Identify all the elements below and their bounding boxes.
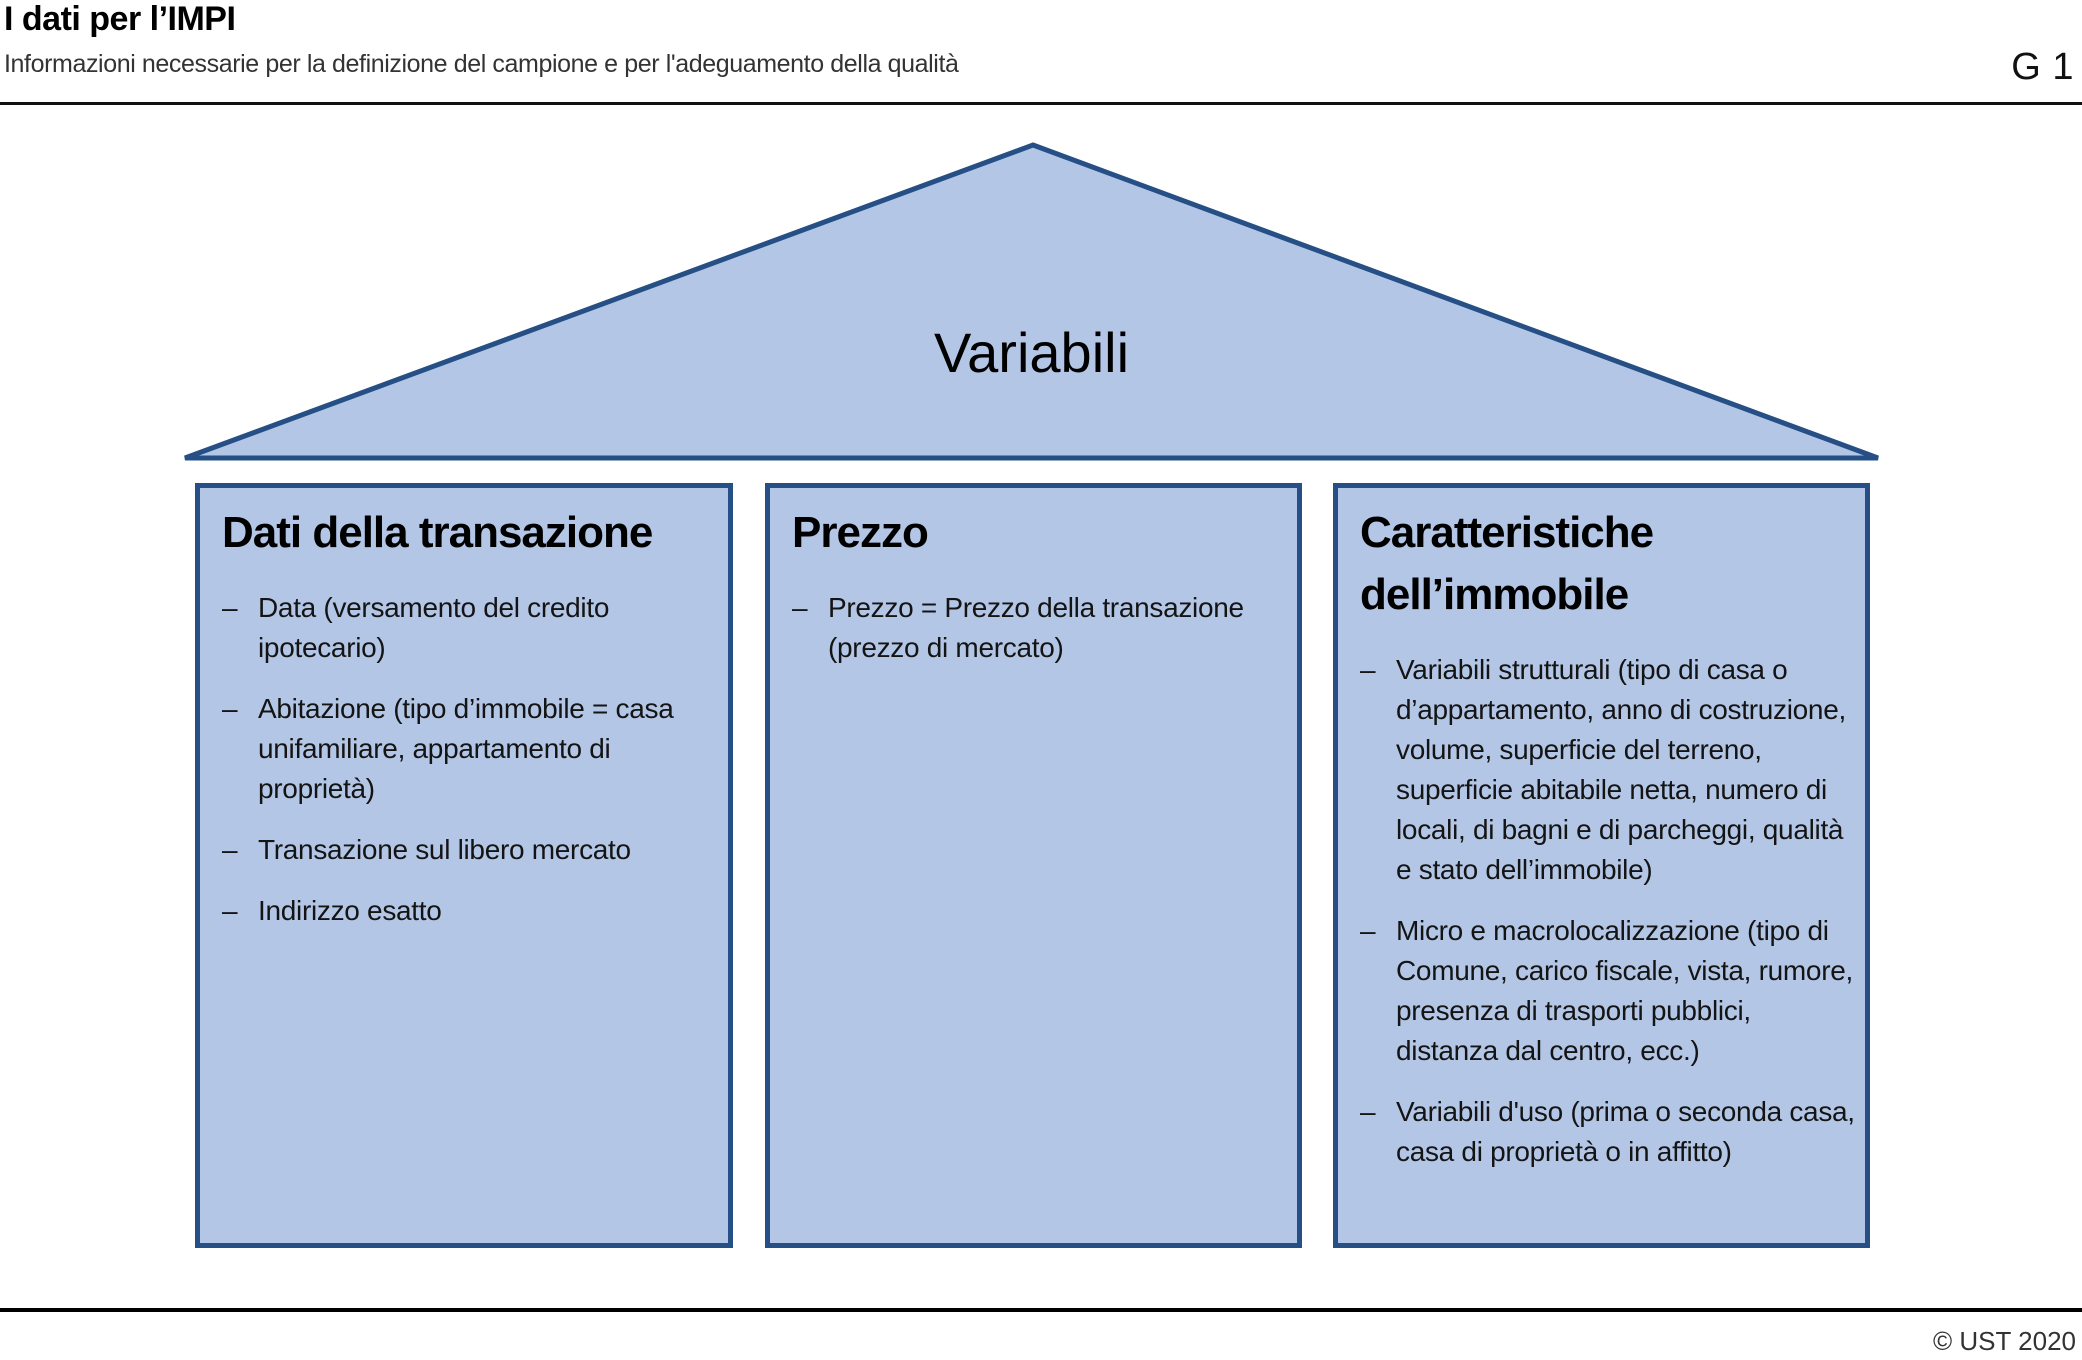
column-caratteristiche-immobile: Caratteristiche dell’immobile – Variabil… (1333, 483, 1870, 1248)
list-item: – Micro e macrolocalizzazione (tipo di C… (1360, 911, 1855, 1071)
roof-title: Variabili (933, 321, 1130, 384)
figure-label: G 1 (2011, 46, 2074, 88)
list-item: – Abitazione (tipo d’immobile = casa uni… (222, 689, 718, 809)
column-title: Dati della transazione (222, 508, 653, 557)
page-subtitle: Informazioni necessarie per la definizio… (4, 50, 959, 78)
list-item-text: Variabili strutturali (tipo di casa o d’… (1396, 654, 1846, 885)
list-marker: – (222, 834, 238, 865)
list-marker: – (792, 592, 808, 623)
footer-divider (0, 1308, 2082, 1312)
list-item-text: Variabili d'uso (prima o seconda casa, c… (1396, 1096, 1855, 1167)
list-item: – Variabili strutturali (tipo di casa o … (1360, 650, 1855, 890)
column-prezzo: Prezzo – Prezzo = Prezzo della transazio… (765, 483, 1302, 1248)
list-item-text: Indirizzo esatto (258, 895, 442, 926)
roof-shape (184, 142, 1879, 461)
list-item-text: Transazione sul libero mercato (258, 834, 631, 865)
list-item: – Data (versamento del credito ipotecari… (222, 588, 718, 668)
list-item-text: Prezzo = Prezzo della transazione (prezz… (828, 592, 1244, 663)
list-item-text: Micro e macrolocalizzazione (tipo di Com… (1396, 915, 1853, 1066)
list-marker: – (1360, 915, 1376, 946)
list-marker: – (1360, 1096, 1376, 1127)
page-title: I dati per l’IMPI (4, 0, 236, 38)
list-item: – Indirizzo esatto (222, 891, 718, 931)
header-divider (0, 102, 2082, 105)
column-title: Caratteristiche dell’immobile (1360, 508, 1654, 619)
list-item: – Prezzo = Prezzo della transazione (pre… (792, 588, 1287, 668)
column-dati-transazione: Dati della transazione – Data (versament… (195, 483, 733, 1248)
column-title: Prezzo (792, 508, 929, 557)
copyright: © UST 2020 (1933, 1326, 2076, 1356)
list-marker: – (222, 592, 238, 623)
list-item: – Variabili d'uso (prima o seconda casa,… (1360, 1092, 1855, 1172)
list-marker: – (222, 693, 238, 724)
list-item: – Transazione sul libero mercato (222, 830, 718, 870)
list-item-text: Abitazione (tipo d’immobile = casa unifa… (258, 693, 674, 804)
list-marker: – (222, 895, 238, 926)
list-item-text: Data (versamento del credito ipotecario) (258, 592, 610, 663)
list-marker: – (1360, 654, 1376, 685)
